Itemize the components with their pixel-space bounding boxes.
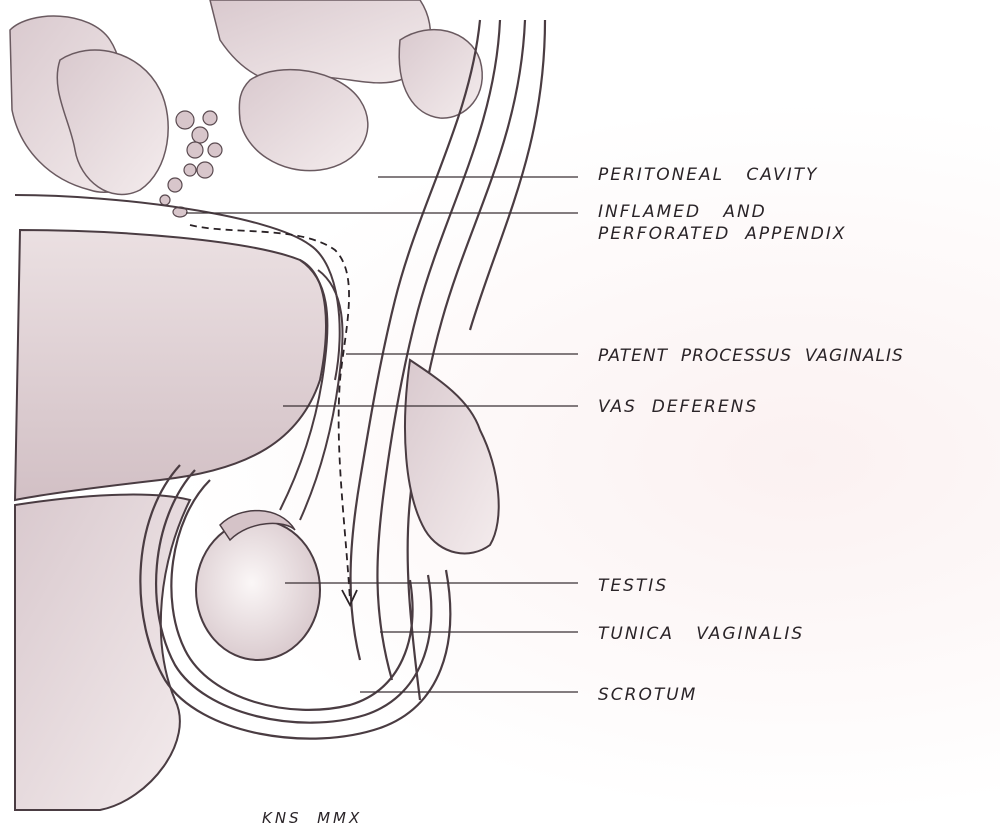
label-processus-vaginalis: PATENT PROCESSUS VAGINALIS [598,346,904,367]
label-peritoneal-cavity: PERITONEAL CAVITY [598,165,818,186]
label-appendix-line2: PERFORATED APPENDIX [598,224,847,245]
label-testis: TESTIS [598,576,668,597]
label-vas-deferens: VAS DEFERENS [598,397,758,418]
abdominal-wall [351,20,545,700]
appendix [160,111,222,217]
intestine-loops [10,0,482,194]
label-scrotum: SCROTUM [598,685,697,706]
testis-shape [196,520,320,660]
penis-shape [405,360,499,553]
label-appendix-line1: INFLAMED AND [598,202,767,223]
label-tunica-vaginalis: TUNICA VAGINALIS [598,624,804,645]
pelvic-region [15,195,340,810]
artist-signature: KNS MMX [262,808,362,829]
